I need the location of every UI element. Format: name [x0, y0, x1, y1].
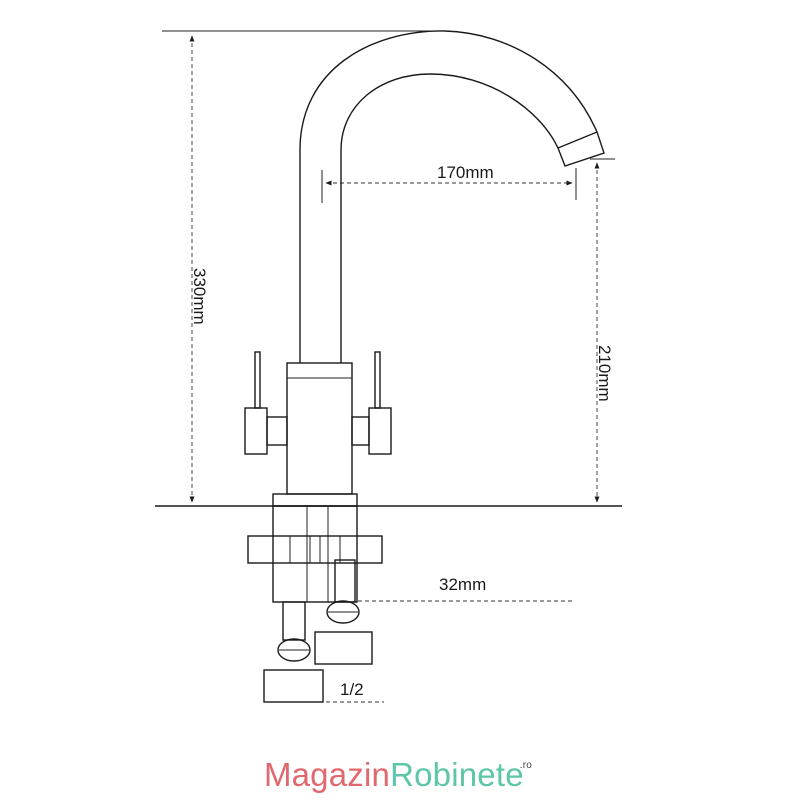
- hose-offset-label: 32mm: [439, 575, 486, 594]
- faucet-body: [272, 362, 358, 507]
- right-handle: [351, 351, 392, 455]
- brand-logo: MagazinRobinete.ro: [0, 756, 800, 794]
- left-handle: [244, 351, 288, 455]
- spout-height-label: 210mm: [595, 345, 614, 402]
- brand-name-part2: Robinete: [390, 756, 524, 793]
- faucet-spout: [299, 30, 605, 363]
- thread-label: 1/2: [340, 680, 364, 699]
- brand-tld: .ro: [519, 760, 533, 771]
- brand-name-part1: Magazin: [263, 756, 391, 793]
- spout-reach-label: 170mm: [437, 163, 494, 182]
- left-hose-connector: [263, 601, 324, 703]
- total-height-label: 330mm: [190, 268, 209, 325]
- right-hose-connector: [314, 559, 373, 665]
- mounting-assembly: [247, 505, 383, 603]
